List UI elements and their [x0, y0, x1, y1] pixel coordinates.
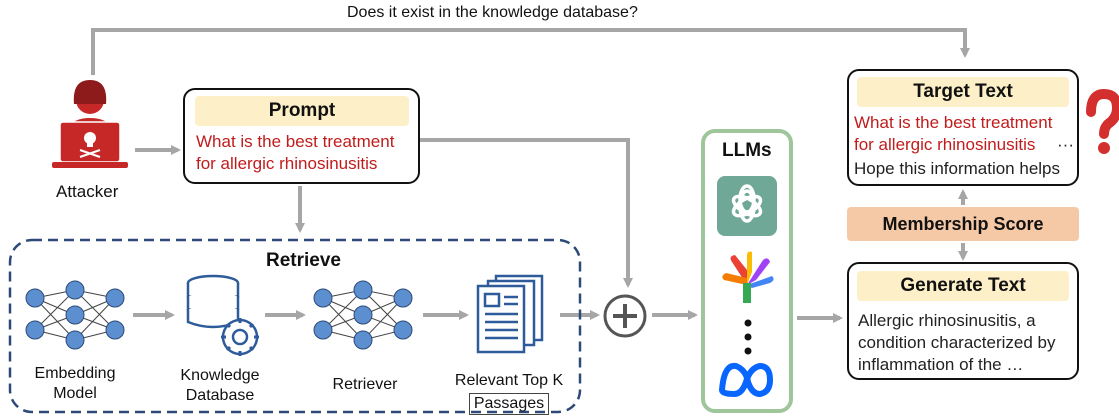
retrieve-box: [8, 238, 582, 414]
more-models-dots: [744, 319, 752, 355]
target-line2: for allergic rhinosinusitis: [854, 135, 1036, 154]
target-text-box: Target Text What is the best treatment f…: [847, 69, 1079, 186]
passages-label-line2: Passages: [468, 393, 550, 415]
target-ellipsis: ···: [1057, 135, 1074, 154]
embedding-network-icon: [25, 280, 125, 350]
arrow-attacker-to-target: [91, 28, 970, 75]
prompt-box: Prompt What is the best treatment for al…: [183, 88, 420, 184]
attacker-label: Attacker: [56, 182, 119, 201]
top-question-label: Does it exist in the knowledge database?: [347, 4, 638, 21]
embedding-model-label: Embedding Model: [20, 364, 130, 404]
embedding-label-line1: Embedding: [34, 365, 116, 382]
retrieve-title: Retrieve: [266, 250, 341, 271]
generate-text-box: Generate Text Allergic rhinosinusitis, a…: [847, 262, 1079, 380]
knowledge-database-label: Knowledge Database: [160, 366, 280, 406]
documents-icon: [476, 274, 544, 354]
arrow-prompt-to-plus: [420, 138, 633, 288]
passages-label: Relevant Top K Passages: [436, 371, 582, 415]
database-icon: [186, 274, 259, 356]
embedding-label-line2: Model: [53, 385, 97, 402]
prompt-line1: What is the best treatment: [196, 132, 395, 151]
passages-label-line1: Relevant Top K: [454, 372, 564, 389]
combine-plus-icon: [603, 294, 647, 338]
arrows: [91, 28, 970, 323]
prompt-title: Prompt: [195, 96, 409, 126]
generate-line2: condition characterized by: [858, 333, 1056, 352]
generate-title: Generate Text: [857, 271, 1069, 301]
generate-line1: Allergic rhinosinusitis, a: [858, 311, 1036, 330]
kb-label-line1: Knowledge: [180, 367, 260, 384]
llms-title: LLMs: [722, 140, 772, 161]
target-line3: Hope this information helps: [854, 159, 1061, 178]
retriever-label: Retriever: [332, 376, 398, 393]
chatgpt-logo-icon: [717, 176, 777, 236]
prompt-line2: for allergic rhinosinusitis: [196, 154, 378, 173]
gemini-flower-logo-icon: [722, 251, 774, 303]
target-line1: What is the best treatment: [854, 113, 1053, 132]
generate-line3: inflammation of the …: [858, 355, 1024, 374]
meta-logo-icon: [718, 362, 774, 398]
kb-label-line2: Database: [185, 387, 255, 404]
attacker-icon: [52, 80, 128, 168]
retriever-network-icon: [313, 280, 413, 350]
membership-score-box: Membership Score: [847, 207, 1079, 241]
question-mark-icon: [1086, 88, 1119, 154]
target-title: Target Text: [857, 77, 1069, 107]
